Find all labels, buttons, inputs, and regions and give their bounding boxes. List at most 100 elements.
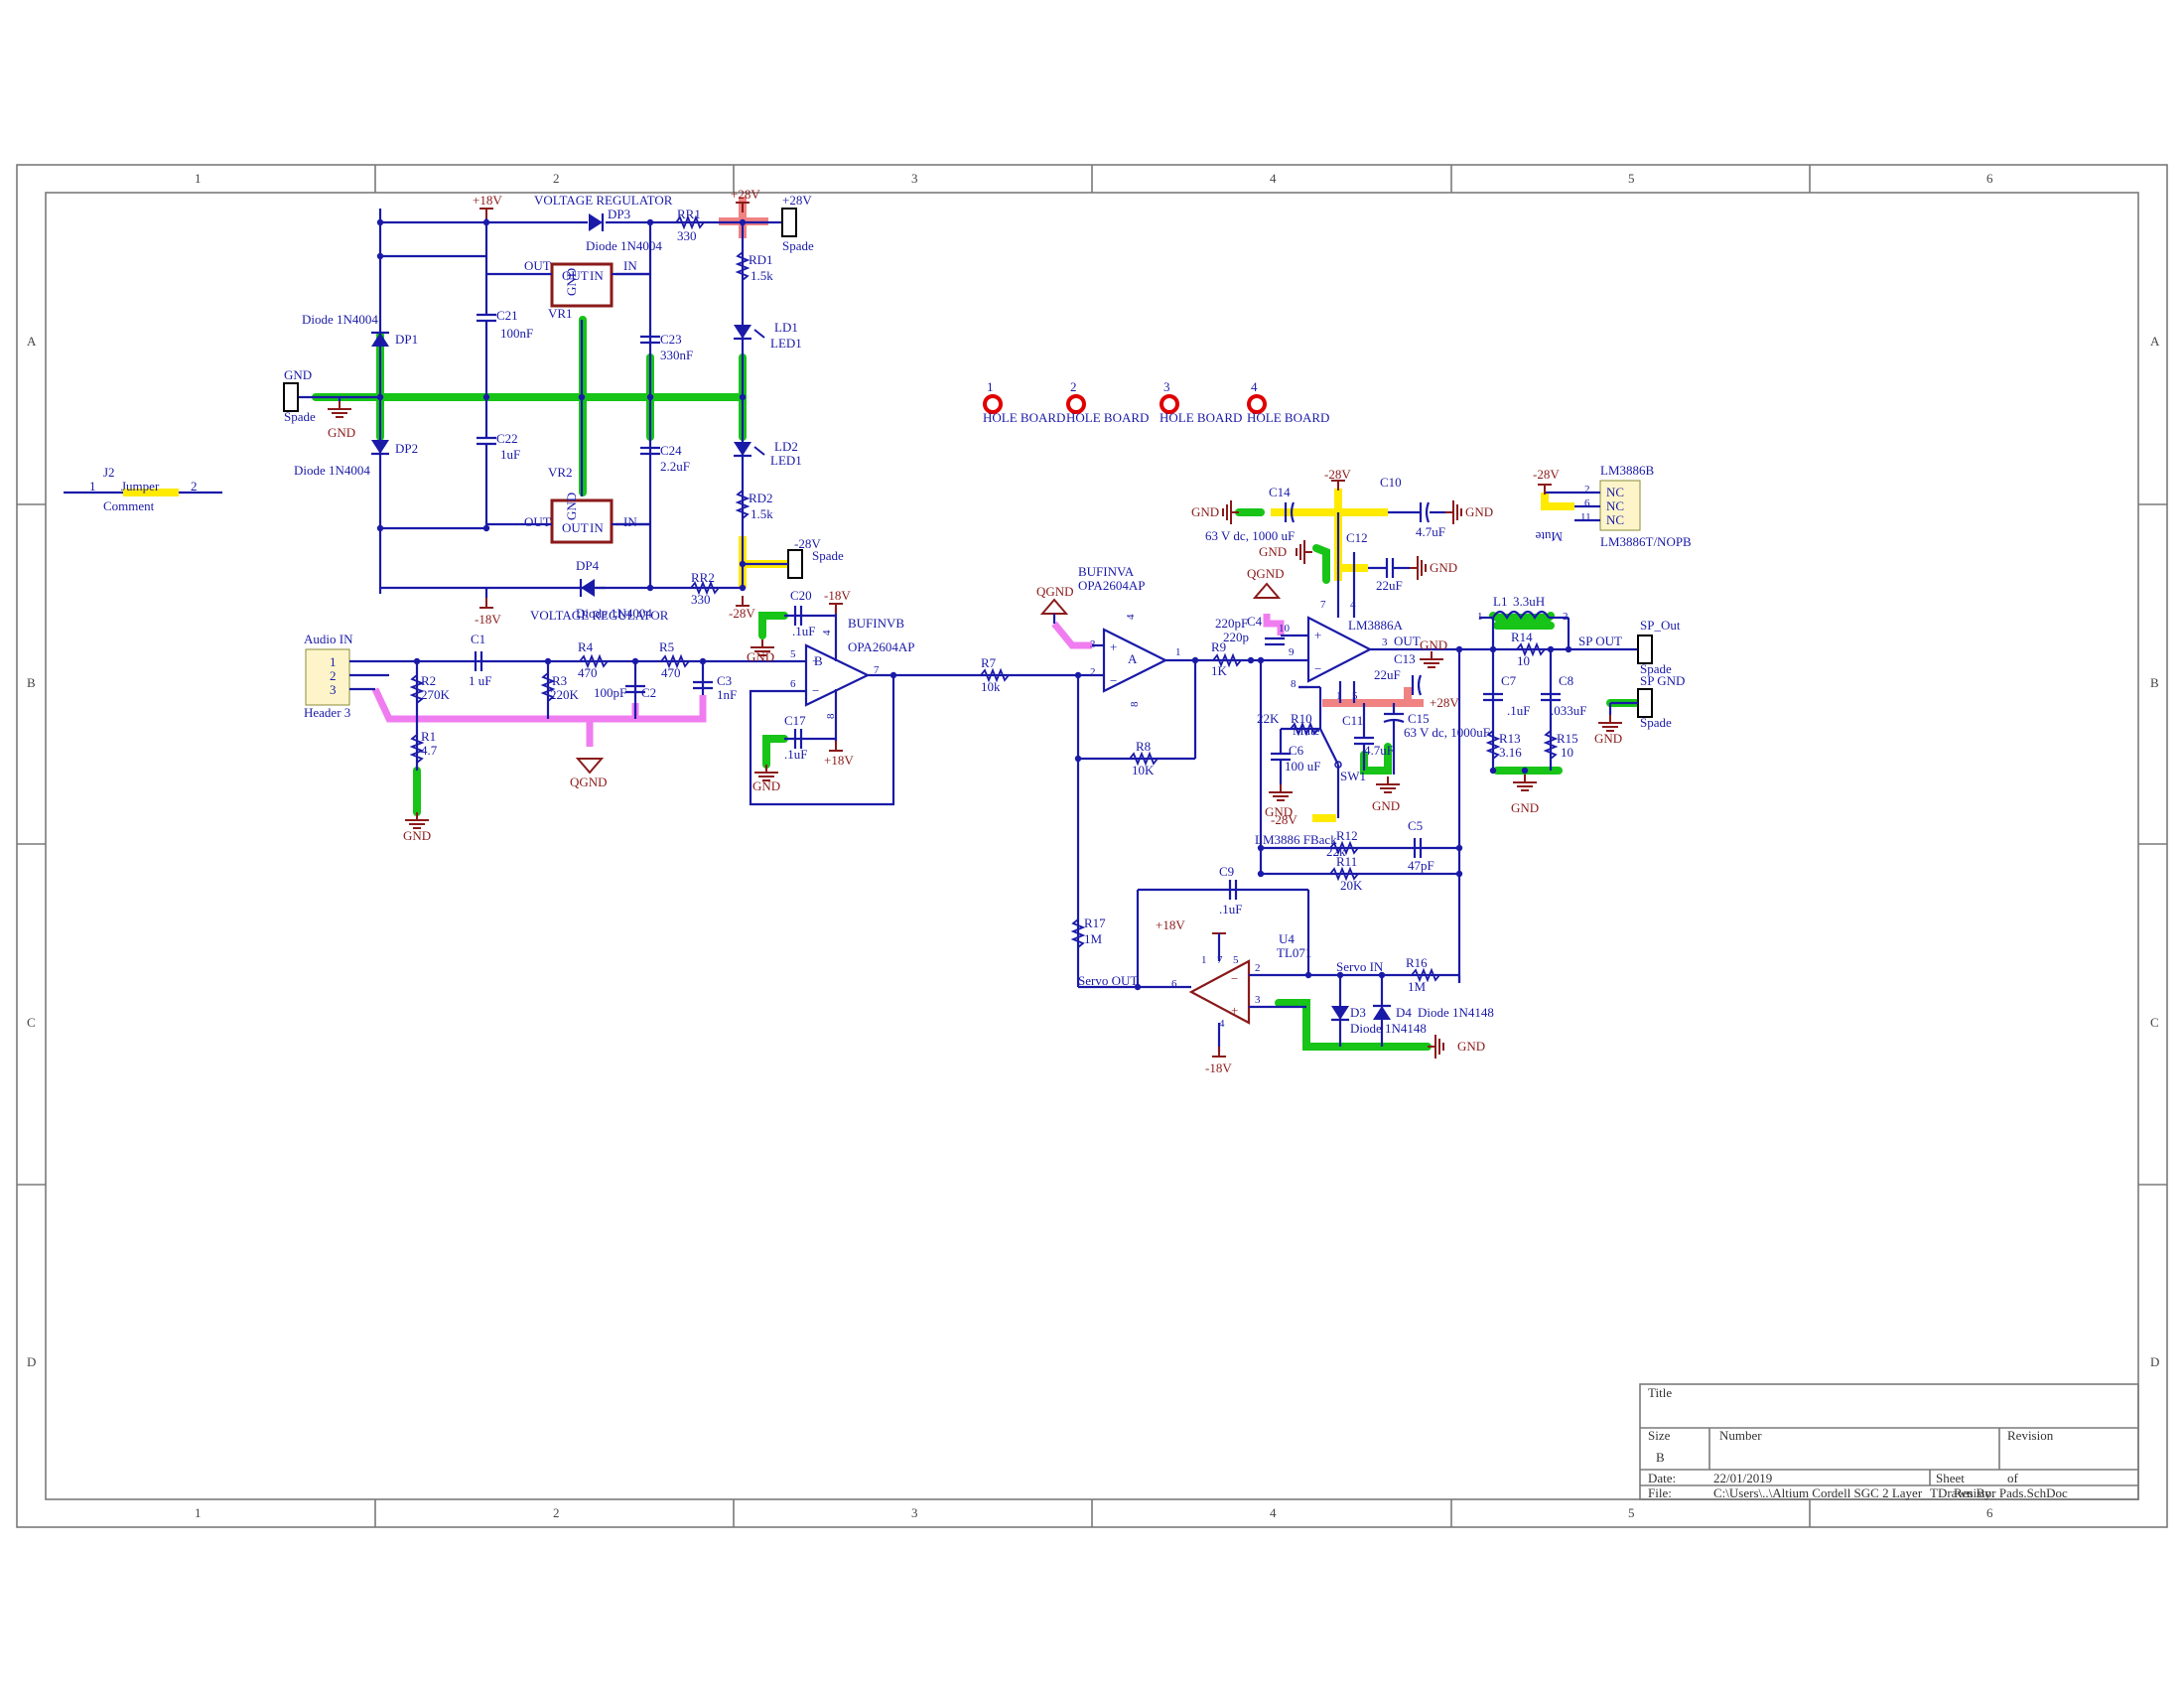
power-port-icon (828, 603, 844, 615)
rd1-ref: RD1 (749, 252, 773, 267)
minus-sign: − (812, 683, 819, 698)
c3-ref: C3 (717, 673, 732, 688)
junction-dot (1304, 971, 1312, 979)
hole-label: HOLE BOARD (1160, 410, 1242, 425)
r9-value: 1K (1211, 663, 1228, 678)
power-port-icon (478, 208, 494, 219)
gnd-label: GND (1511, 800, 1539, 815)
c21-ref: C21 (496, 308, 518, 323)
c7-ref: C7 (1501, 673, 1517, 688)
hole-label: HOLE BOARD (983, 410, 1065, 425)
nc-pin: NC (1606, 498, 1624, 513)
r4-ref: R4 (578, 639, 594, 654)
gnd-icon (1419, 650, 1444, 668)
hole-icon (1066, 394, 1086, 414)
minus-sign: − (1314, 661, 1321, 676)
junction-dot (1489, 645, 1497, 653)
voltage-regulator-vr2 (550, 498, 614, 544)
c12-value: 22uF (1376, 578, 1403, 593)
c20-ref: C20 (790, 588, 812, 603)
c13-value: 22uF (1374, 667, 1401, 682)
vr2-out-label: OUT (524, 514, 551, 529)
r15-value: 10 (1561, 745, 1573, 760)
r2-value: 270K (421, 687, 451, 702)
gnd-label: GND (1430, 560, 1457, 575)
pin-number: 9 (1289, 646, 1295, 658)
junction-dot (646, 218, 654, 226)
lm3886a-ref: LM3886A (1348, 618, 1404, 633)
sp-gnd-label: SP GND (1640, 673, 1685, 688)
pin-number: 1 (1477, 611, 1483, 623)
r13-value: 3.16 (1499, 745, 1522, 760)
bufinvb-ref: BUFINVB (848, 616, 904, 631)
c7-value: .1uF (1507, 703, 1530, 718)
junction-dot (1074, 755, 1082, 763)
wire (749, 675, 895, 806)
highlighted-nets (312, 197, 1642, 1051)
gnd-icon (1296, 539, 1313, 565)
dp2-ref: DP2 (395, 441, 418, 456)
c5-value: 47pF (1408, 858, 1434, 873)
junction-dot (1134, 983, 1142, 991)
junction-dot (376, 218, 384, 226)
rd2-value: 1.5k (751, 506, 773, 521)
plus-sign: + (1231, 1003, 1238, 1018)
plus-sign: + (812, 653, 819, 668)
size-value: B (1656, 1450, 1665, 1465)
d4-ref: D4 (1396, 1005, 1412, 1020)
col-label: 3 (911, 1505, 918, 1520)
nc-pin: NC (1606, 512, 1624, 527)
col-label: 1 (195, 171, 202, 186)
diode-dp1-icon (369, 331, 391, 349)
gnd-icon (1427, 1034, 1444, 1059)
led-arrow (753, 446, 765, 456)
junction-dot (1489, 767, 1497, 775)
dp3-type: Diode 1N4004 (586, 238, 662, 253)
vr-title-top: VOLTAGE REGULATOR (534, 193, 673, 208)
header-connector (305, 648, 350, 706)
wire (1319, 728, 1339, 766)
bufinvb-part: OPA2604AP (848, 639, 914, 654)
jumper-pin2: 2 (191, 479, 198, 494)
lm3886b-ref: LM3886B (1600, 463, 1655, 478)
jumper-pin1: 1 (89, 479, 96, 494)
qgnd-net-highlight (1263, 614, 1285, 635)
rr2-ref: RR2 (691, 570, 715, 585)
dp3-ref: DP3 (608, 207, 630, 221)
bufinva-section: R710k+−ABUFINVAOPA2604AP32148R810KR91KQG… (980, 564, 1255, 987)
u4-part: TL071 (1277, 945, 1311, 960)
col-label: 4 (1270, 1505, 1277, 1520)
u4-ref: U4 (1279, 931, 1295, 946)
switch-contact-icon (1334, 761, 1342, 769)
vr1-in-label: IN (623, 258, 637, 273)
rr1-value: 330 (677, 228, 697, 243)
col-label: 2 (553, 171, 560, 186)
gnd-label: GND (747, 649, 774, 664)
row-label: C (27, 1015, 36, 1030)
title-block: Title Size B Number Revision Date: 22/01… (1639, 1383, 2139, 1500)
ld1-type: LED1 (770, 336, 802, 351)
junction-dot (699, 657, 707, 665)
mute-label: Mute (1293, 723, 1320, 738)
plus-sign: + (1110, 639, 1117, 654)
dp4-ref: DP4 (576, 558, 600, 573)
rd1-value: 1.5k (751, 268, 773, 283)
sheet-label: Sheet (1936, 1471, 1965, 1485)
r15-ref: R15 (1557, 731, 1578, 746)
power-port-icon (828, 740, 844, 752)
bufinvb-section: B+−BUFINVBOPA2604AP56748C20.1uFC17.1uF-1… (747, 588, 1078, 806)
pin-number: 3 (1382, 636, 1388, 648)
pin-number: 2 (1090, 666, 1096, 678)
c17-ref: C17 (784, 713, 806, 728)
jumper-name: Jumper (121, 479, 160, 494)
vr1-ref: VR1 (548, 306, 573, 321)
plus18-port: +18V (1156, 917, 1185, 932)
c20-value: .1uF (792, 624, 815, 638)
r9-ref: R9 (1211, 639, 1226, 654)
d3-type: Diode 1N4148 (1350, 1021, 1427, 1036)
gnd-icon (1597, 714, 1623, 732)
junction-dot (1455, 870, 1463, 878)
